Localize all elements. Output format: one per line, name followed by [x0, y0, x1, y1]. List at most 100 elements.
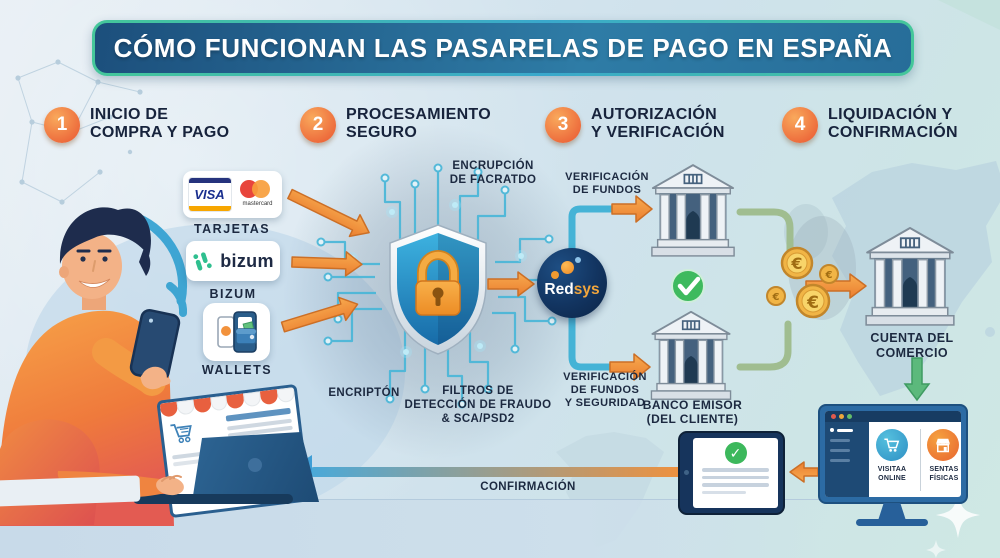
sidebar-active-dot: [830, 428, 834, 432]
browser-chrome-bar: [825, 411, 961, 422]
encryption-top-label: ENCRUPCIÓN DE FACRATDO: [449, 160, 537, 186]
step-3-number: 3: [557, 114, 569, 135]
path-banktop-to-coins: [736, 208, 794, 260]
sparkle-decor: [926, 492, 980, 558]
map-island: [985, 327, 995, 337]
redsys-gateway-node: Redsys: [537, 248, 607, 318]
flow-arrows: [280, 188, 867, 483]
mastercard-logo: mastercard: [238, 177, 278, 213]
step-1-badge: 1: [44, 107, 80, 143]
step-1-number: 1: [56, 114, 68, 135]
mastercard-orange-circle: [251, 179, 270, 198]
svg-text:€: €: [806, 293, 819, 313]
bank-icon-acquirer: [650, 164, 736, 257]
shopper-illustration: [0, 419, 184, 525]
visa-bottom-bar: [188, 206, 231, 211]
signal-arcs: [133, 213, 188, 317]
success-check-icon: [671, 269, 705, 303]
arrow-monitor-to-tablet: [789, 461, 819, 483]
bank-icon-merchant: [865, 227, 955, 326]
window-dot-red: [831, 414, 836, 419]
step-2-title: PROCESAMIENTO SEGURO: [346, 106, 491, 142]
wallets-label: WALLETS: [201, 363, 273, 377]
visa-wordmark: VISA: [194, 187, 225, 202]
sidebar-menu-line: [830, 449, 850, 452]
merchant-account-label: CUENTA DEL COMERCIO: [870, 331, 954, 360]
funds-check-label: VERIFICACIÓN DE FUNDOS: [565, 171, 649, 197]
tablet-screen: ✓: [693, 438, 778, 508]
euro-coin-icon: €: [780, 246, 814, 280]
svg-text:€: €: [825, 270, 833, 281]
sidebar-menu-line: [837, 428, 853, 432]
redsys-wordmark: Redsys: [537, 281, 607, 299]
arrow-wallets-to-shield: [280, 296, 359, 333]
issuer-bank-label: BANCO EMISOR (DEL CLIENTE): [642, 398, 743, 427]
receipt-line: [702, 468, 769, 472]
cards-label: TARJETAS: [193, 222, 271, 236]
path-bankbottom-to-coins: [736, 320, 792, 371]
arrow-cards-to-shield: [287, 188, 370, 238]
path-redsys-to-issuing-bank-top: [568, 205, 620, 254]
padlock-icon: [415, 249, 461, 316]
euro-coin-icon: €: [819, 264, 839, 284]
redsys-logo-dot-small: [551, 271, 559, 279]
step-3-badge: 3: [545, 107, 581, 143]
title-banner: CÓMO FUNCIONAN LAS PASARELAS DE PAGO EN …: [92, 20, 914, 76]
confirmation-tablet: ✓: [678, 431, 785, 515]
monitor-sidebar: [825, 422, 869, 497]
wallets-icon: [216, 311, 257, 353]
visa-top-bar: [188, 178, 231, 183]
store-icon: [936, 438, 950, 452]
tablet-camera-dot: [684, 470, 689, 475]
corner-accent: [938, 0, 1000, 30]
funds-security-check-label: VERIFICACIÓN DE FUNDOS Y SEGURIDAD: [563, 371, 647, 410]
arrow-bizum-to-shield: [291, 251, 363, 277]
monitor-base: [856, 519, 928, 526]
page-title: CÓMO FUNCIONAN LAS PASARELAS DE PAGO EN …: [113, 32, 893, 63]
svg-text:€: €: [772, 292, 780, 303]
cart-icon: [884, 438, 900, 452]
redsys-logo-dot-large: [561, 261, 574, 274]
step-4-badge: 4: [782, 107, 818, 143]
redsys-logo-dot-blue: [575, 257, 581, 263]
cards-logo-box: VISA mastercard: [183, 171, 282, 218]
confirmation-label: CONFIRMACIÓN: [480, 481, 576, 493]
step-4-number: 4: [794, 114, 806, 135]
cloud-smudge-2: [784, 204, 828, 260]
physical-channel-icon: [927, 429, 959, 461]
window-dot-orange: [839, 414, 844, 419]
monitor-stand: [878, 503, 906, 520]
step-3-title: AUTORIZACIÓN Y VERIFICACIÓN: [591, 106, 725, 142]
bizum-label: BIZUM: [209, 287, 257, 301]
online-channel-label: VISITAA ONLINE: [877, 466, 907, 482]
bizum-wordmark: bizum: [220, 250, 274, 271]
euro-coins: € € € €: [766, 246, 839, 319]
arrow-merchant-to-monitor: [903, 357, 931, 402]
laptop-screen: [156, 383, 311, 519]
check-icon: ✓: [724, 442, 747, 464]
step-4-title: LIQUIDACIÓN Y CONFIRMACIÓN: [828, 106, 958, 142]
table-edge: [0, 475, 141, 507]
step-2-badge: 2: [300, 107, 336, 143]
redsys-wordmark-sys: sys: [573, 281, 600, 298]
receipt-line: [702, 490, 746, 494]
bizum-icon: [193, 252, 212, 271]
encryption-label: ENCRIPTÓN: [328, 387, 400, 399]
path-redsys-to-issuing-bank-bottom: [568, 313, 616, 371]
security-shield: [389, 224, 487, 355]
arrow-to-bank-top: [611, 195, 653, 223]
physical-channel-label: SENTAS FÍSICAS: [929, 466, 959, 482]
mastercard-wordmark: mastercard: [242, 200, 273, 207]
title-banner-inner: CÓMO FUNCIONAN LAS PASARELAS DE PAGO EN …: [95, 23, 911, 73]
svg-text:€: €: [790, 254, 802, 273]
shield-lock-icon: [389, 224, 487, 355]
channel-divider: [920, 429, 921, 491]
laptop-touch-dot: [248, 458, 262, 472]
fraud-filters-label: FILTROS DE DETECCIÓN DE FRAUDO & SCA/PSD…: [404, 385, 552, 425]
bizum-logo-box: bizum: [186, 241, 280, 281]
laptop-base: [133, 494, 293, 504]
receipt-line: [702, 475, 769, 479]
monitor-screen: VISITAA ONLINE SENTAS FÍSICAS: [825, 411, 961, 497]
euro-coin-icon: €: [766, 286, 786, 306]
